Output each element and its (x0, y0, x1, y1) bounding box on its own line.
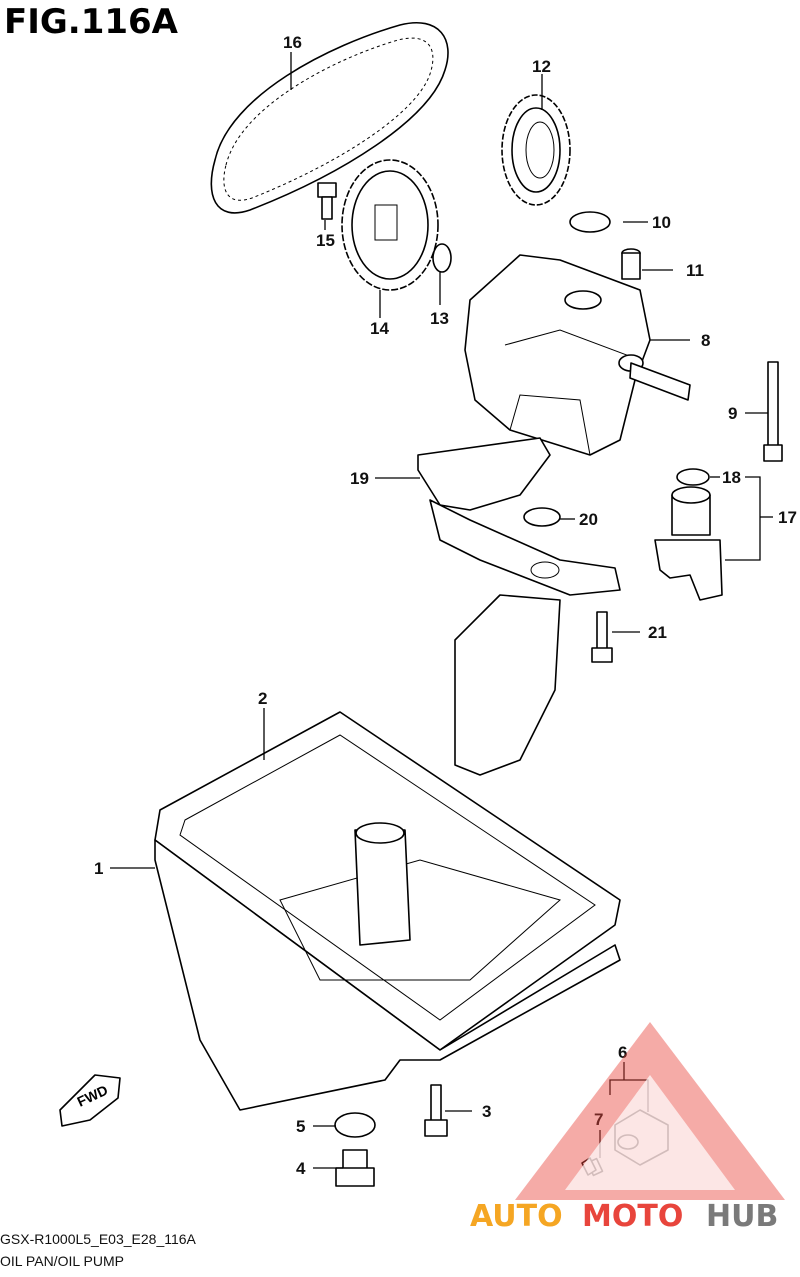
callout-13: 13 (430, 309, 449, 328)
callout-14: 14 (370, 319, 389, 338)
callout-1: 1 (94, 859, 103, 878)
o-ring-18 (676, 468, 710, 486)
drain-plug-4 (335, 1149, 375, 1187)
callout-8: 8 (701, 331, 710, 350)
callout-21: 21 (648, 623, 667, 642)
footer-code: GSX-R1000L5_E03_E28_116A (0, 1231, 197, 1247)
watermark-hub: HUB (706, 1199, 778, 1234)
washer-13 (432, 243, 452, 273)
callout-9: 9 (728, 404, 737, 423)
footer-subtitle: OIL PAN/OIL PUMP (0, 1253, 124, 1269)
watermark-logo: AUTO MOTO HUB (470, 1022, 785, 1234)
callout-11: 11 (686, 261, 704, 280)
oil-pan-1 (154, 822, 621, 1111)
watermark-moto: MOTO (582, 1199, 683, 1234)
callout-7: 7 (594, 1110, 603, 1129)
watermark-auto: AUTO (470, 1199, 563, 1234)
callout-17: 17 (778, 508, 797, 527)
callout-15: 15 (316, 231, 335, 250)
callout-3: 3 (482, 1102, 491, 1121)
oil-strainer-19 (417, 437, 621, 776)
callout-18: 18 (722, 468, 741, 487)
callout-16: 16 (283, 33, 302, 52)
washer-5 (334, 1112, 376, 1138)
callout-5: 5 (296, 1117, 305, 1136)
dowel-pin-11 (621, 248, 641, 280)
leader-lines (110, 52, 773, 1169)
o-ring-20 (523, 507, 561, 527)
oil-pump-chain (210, 22, 449, 214)
callout-labels: 16 12 10 11 8 9 18 17 20 21 19 15 14 13 … (94, 33, 797, 1178)
oil-pump-8 (464, 254, 691, 456)
sprocket-12 (501, 94, 571, 206)
callout-20: 20 (579, 510, 598, 529)
sprocket-14 (341, 159, 439, 291)
fwd-arrow: FWD (59, 1074, 121, 1127)
bolt-21 (591, 611, 613, 663)
bolt-3 (424, 1084, 448, 1137)
callout-19: 19 (350, 469, 369, 488)
figure-title: FIG.116A (4, 2, 179, 42)
callout-4: 4 (296, 1159, 306, 1178)
callout-12: 12 (532, 57, 551, 76)
callout-2: 2 (258, 689, 267, 708)
bolt-15 (317, 182, 337, 220)
callout-6: 6 (618, 1043, 627, 1062)
o-ring-10 (569, 211, 611, 233)
bolt-9 (763, 361, 783, 462)
callout-10: 10 (652, 213, 671, 232)
relief-valve-17 (654, 486, 723, 601)
